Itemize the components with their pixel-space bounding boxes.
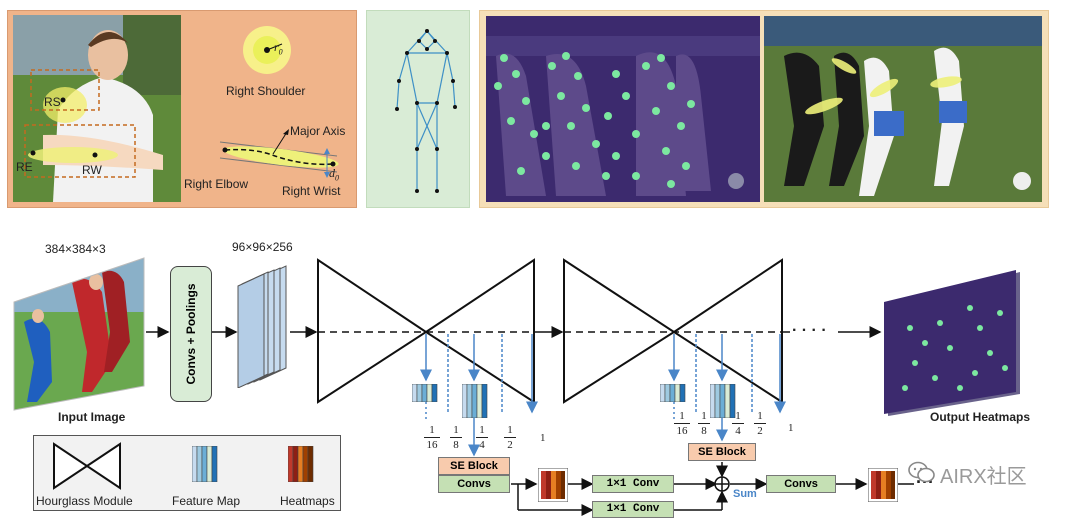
group1-one: 1 [540,432,546,444]
legend-feature-map-label: Feature Map [172,494,241,508]
input-dims-label: 384×384×3 [45,242,106,256]
player-photo [13,15,181,202]
legend-heatmaps-label: Heatmaps [280,494,335,508]
label-r0-main: r [274,40,279,54]
label-right-wrist: Right Wrist [282,184,341,198]
frac-num: 1 [735,410,741,422]
label-d0-sub: 0 [335,173,339,183]
frac-den: 4 [479,439,485,451]
frac-num: 1 [479,424,485,436]
frac-den: 8 [453,439,459,451]
group2-heatmaps-block [868,468,898,502]
se-block-label: SE Block [450,460,498,472]
frac-den: 2 [507,439,513,451]
label-d0: d0 [329,166,339,182]
legend-box: Hourglass Module Feature Map Heatmaps [33,435,341,511]
frac-num: 1 [507,424,513,436]
frac-den: 8 [701,425,707,437]
watermark-text: AIRX社区 [940,466,1027,488]
group1-feature-map-large [462,384,488,418]
convs-poolings-box: Convs + Poolings [170,266,212,402]
ellipsis-dots: · · · · [792,322,827,339]
feature-map-stack [237,265,287,388]
feature-dims-label: 96×96×256 [232,240,293,254]
convs-label: Convs [457,478,491,490]
frac-den: 16 [426,439,438,451]
heatmaps-legend-icon [288,446,314,482]
group1-conv1-box: 1×1 Conv [592,475,674,493]
se-block-label-2: SE Block [698,446,746,458]
frac-den: 16 [676,425,688,437]
input-image [12,252,146,412]
convs-poolings-label: Convs + Poolings [184,283,198,385]
sum-label: Sum [733,488,757,500]
group2-convs-box: Convs [766,475,836,493]
group2-feature-map-large [710,384,736,418]
label-right-shoulder: Right Shoulder [226,84,306,98]
group1-convs-box: Convs [438,475,510,493]
frac-num: 1 [453,424,459,436]
output-heatmaps [880,268,1030,418]
label-re: RE [16,160,33,174]
hourglass-legend-icon [53,442,121,490]
frac-den: 4 [735,425,741,437]
skeleton-panel [366,10,470,208]
watermark: AIRX社区 [908,458,1058,488]
label-r0: r0 [274,40,283,56]
elbow-wrist-axis-diagram [219,129,339,178]
skeleton-graph [395,29,457,193]
group1-heatmaps-block [538,468,568,502]
frac-num: 1 [701,410,707,422]
conv-1x1-label: 1×1 Conv [606,478,660,490]
conv-1x1-label-2: 1×1 Conv [606,503,660,515]
shoulder-radius-diagram [243,26,291,74]
group2-feature-map-small [660,384,686,402]
limb-heatmap-photo [764,16,1042,202]
group1-se-block: SE Block [438,457,510,475]
group1-feature-map-small [412,384,438,402]
group2-one: 1 [788,422,794,434]
convs-label-2: Convs [784,478,818,490]
output-heatmaps-label: Output Heatmaps [930,410,1031,424]
frac-num: 1 [429,424,435,436]
label-r0-sub: 0 [278,47,283,57]
label-right-elbow: Right Elbow [184,177,249,191]
frac-num: 1 [679,410,685,422]
group1-conv2-box: 1×1 Conv [592,501,674,518]
frac-den: 2 [757,425,763,437]
label-rw: RW [82,163,102,177]
label-rs: RS [44,95,61,109]
feature-map-legend-icon [192,446,218,482]
input-image-label: Input Image [58,410,126,424]
group2-se-block: SE Block [688,443,756,461]
legend-hourglass-label: Hourglass Module [36,494,133,508]
label-major-axis: Major Axis [290,124,346,138]
wechat-icon [908,461,935,483]
frac-num: 1 [757,410,763,422]
label-d0-main: d [329,166,335,180]
keypoint-heatmap-photo [486,16,760,202]
